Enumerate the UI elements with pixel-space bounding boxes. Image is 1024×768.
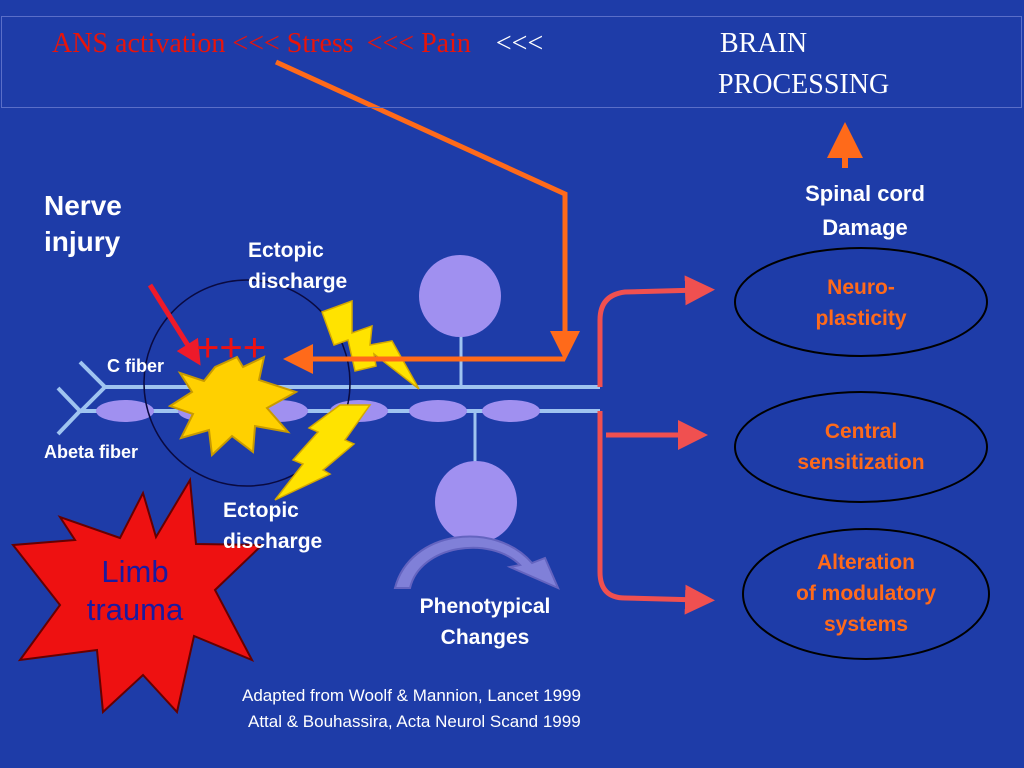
nerve-injury-arrow bbox=[147, 283, 201, 366]
ectopic-bottom-line1: Ectopic bbox=[223, 499, 299, 522]
header-arrow-3: <<< bbox=[495, 28, 544, 59]
abeta-fiber-label: Abeta fiber bbox=[44, 442, 139, 462]
header-arrow-2: <<< bbox=[366, 28, 415, 59]
trauma-text: trauma bbox=[86, 592, 184, 627]
outcome-modulatory-systems: Alteration of modulatory systems bbox=[756, 547, 976, 640]
header-arrow-1: <<< bbox=[232, 28, 280, 59]
nerve-injury-label: Nerve injury bbox=[44, 188, 122, 260]
ectopic-bottom-line2: discharge bbox=[223, 530, 323, 553]
header-box bbox=[1, 16, 1022, 108]
spinal-cord-damage-label: Spinal cord Damage bbox=[765, 177, 965, 245]
modulatory-line3: systems bbox=[823, 613, 909, 636]
oval-central-sensitization bbox=[734, 391, 988, 503]
c-fiber-line bbox=[78, 360, 600, 414]
phenotypical-curved-arrow bbox=[393, 535, 560, 590]
central-sensitization-line2: sensitization bbox=[797, 451, 925, 474]
injury-starburst bbox=[167, 355, 299, 458]
ectopic-top-line1: Ectopic bbox=[248, 239, 324, 262]
injury-site-circle bbox=[143, 279, 351, 487]
outcome-neuroplasticity: Neuro- plasticity bbox=[761, 272, 961, 334]
credit-line-1: Adapted from Woolf & Mannion, Lancet 199… bbox=[242, 686, 581, 705]
modulatory-line2: of modulatory bbox=[796, 582, 936, 605]
credit-line-2: Attal & Bouhassira, Acta Neurol Scand 19… bbox=[248, 712, 581, 731]
lightning-bolt-bottom bbox=[274, 404, 372, 501]
injury-text: injury bbox=[44, 226, 121, 257]
spinal-cord-text: Spinal cord bbox=[805, 181, 925, 206]
phenotypical-text: Phenotypical bbox=[419, 595, 551, 618]
outcome-central-sensitization: Central sensitization bbox=[751, 416, 971, 478]
ans-activation-text: ANS activation bbox=[52, 28, 226, 59]
neuron-bottom bbox=[435, 411, 517, 543]
limb-trauma-label: Limb trauma bbox=[55, 553, 215, 629]
central-sensitization-line1: Central bbox=[824, 420, 898, 443]
pain-text: Pain bbox=[421, 28, 471, 59]
ectopic-discharge-top-label: Ectopic discharge bbox=[248, 235, 347, 297]
limb-trauma-star bbox=[11, 476, 265, 715]
oval-neuroplasticity bbox=[734, 247, 988, 357]
ectopic-discharge-bottom-label: Ectopic discharge bbox=[223, 495, 322, 557]
header-causal-chain: ANS activation <<< Stress <<< Pain <<< bbox=[52, 29, 543, 59]
lightning-bolt-top bbox=[321, 299, 420, 390]
plus-signs: +++ bbox=[196, 326, 267, 370]
processing-text: PROCESSING bbox=[718, 69, 890, 100]
stress-text: Stress bbox=[286, 28, 354, 59]
c-fiber-label: C fiber bbox=[107, 356, 165, 376]
changes-text: Changes bbox=[440, 626, 530, 649]
oval-modulatory-systems bbox=[742, 528, 990, 660]
ans-feedback-path bbox=[274, 59, 580, 361]
branch-arrows bbox=[597, 275, 715, 615]
brain-text: BRAIN bbox=[720, 28, 808, 59]
modulatory-line1: Alteration bbox=[816, 551, 915, 574]
neuroplasticity-line2: plasticity bbox=[815, 307, 907, 330]
damage-text: Damage bbox=[822, 215, 908, 240]
phenotypical-changes-label: Phenotypical Changes bbox=[385, 591, 585, 653]
limb-text: Limb bbox=[101, 554, 169, 589]
nerve-text: Nerve bbox=[44, 190, 122, 221]
neuron-top bbox=[419, 255, 501, 387]
ectopic-top-line2: discharge bbox=[248, 270, 348, 293]
neuroplasticity-line1: Neuro- bbox=[827, 276, 895, 299]
